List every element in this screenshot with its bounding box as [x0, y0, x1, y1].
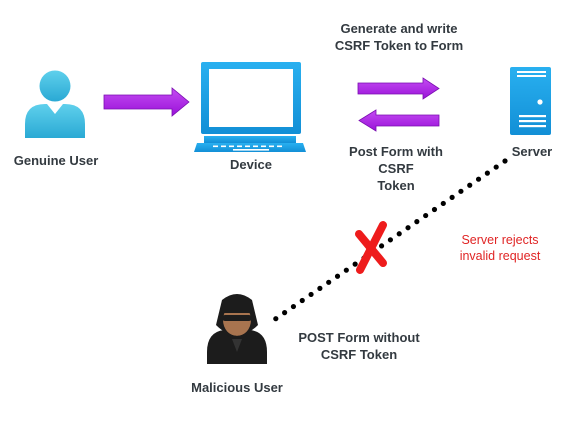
red-x-icon	[355, 221, 387, 274]
arrow-server-to-device	[358, 109, 440, 132]
desktop-computer-icon	[194, 62, 306, 152]
arrow-device-to-server	[357, 77, 440, 100]
genuine-user-label: Genuine User	[13, 153, 99, 168]
server-rejects-line-2: invalid request	[459, 249, 541, 263]
generate-token-line-2: CSRF Token to Form	[334, 38, 464, 53]
post-with-token-line-1: Post Form with	[349, 144, 443, 159]
device-label: Device	[230, 157, 272, 172]
dotted-attack-line	[268, 158, 508, 325]
post-with-token-label: Post Form with CSRF Token	[342, 143, 450, 194]
generate-token-line-1: Generate and write	[340, 21, 458, 36]
post-without-token-line-2: CSRF Token	[320, 347, 398, 362]
server-rejects-line-1: Server rejects	[461, 233, 539, 247]
arrow-user-to-device	[103, 87, 190, 117]
post-without-token-label: POST Form without CSRF Token	[291, 329, 427, 363]
malicious-user-label: Malicious User	[191, 380, 283, 395]
post-with-token-line-2: CSRF	[378, 161, 414, 176]
server-label: Server	[511, 144, 553, 159]
server-tower-icon	[510, 67, 551, 135]
server-rejects-label: Server rejects invalid request	[448, 232, 552, 264]
post-without-token-line-1: POST Form without	[298, 330, 420, 345]
generate-token-label: Generate and write CSRF Token to Form	[330, 20, 468, 54]
post-with-token-line-3: Token	[377, 178, 415, 193]
hacker-icon	[207, 294, 267, 364]
person-icon	[25, 70, 85, 138]
